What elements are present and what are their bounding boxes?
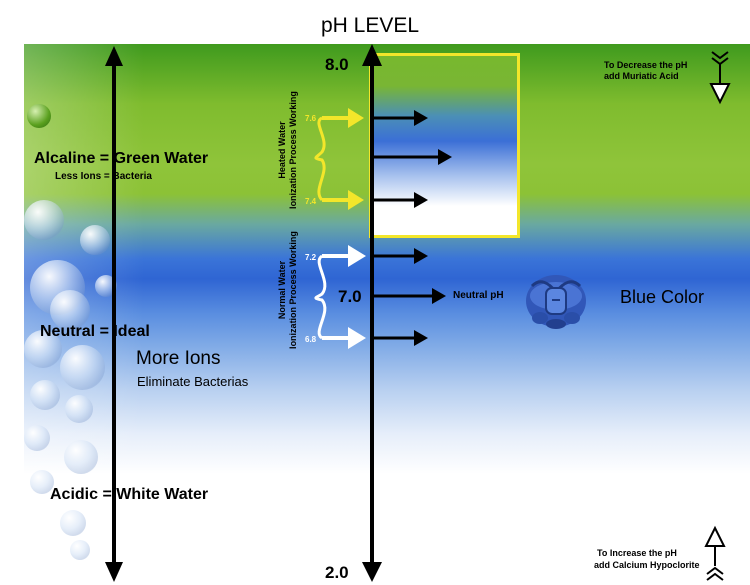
decrease-line1: To Decrease the pH [604,60,688,70]
normal-brace [314,254,327,340]
bubble [24,330,62,368]
increase-arrow-icon [704,525,726,581]
decrease-line2: add Muriatic Acid [604,71,679,81]
scale-bottom-value: 2.0 [325,563,349,582]
horizontal-arrow [372,110,428,126]
heated-high-value: 7.6 [305,114,317,123]
normal-low-value: 6.8 [305,335,317,344]
increase-line2: add Calcium Hypoclorite [594,560,700,570]
page-title: pH LEVEL [321,14,420,37]
decrease-arrow-icon [709,51,731,105]
neutral-label: Neutral = Ideal [40,323,150,340]
alcaline-sublabel: Less Ions = Bacteria [55,171,152,182]
heated-water-label-line1: Heated Water [277,121,287,179]
normal-low-arrow [322,327,366,349]
horizontal-arrow [372,248,428,264]
horizontal-arrow [372,330,428,346]
bubble [60,510,86,536]
normal-water-label-line2: Ionization Process Working [288,231,298,349]
heated-high-arrow [322,108,364,128]
scale-top-value: 8.0 [325,55,349,74]
left-axis-arrow [105,46,123,582]
heated-water-box [369,53,520,238]
normal-water-label-line1: Normal Water [277,260,287,320]
more-ions-sublabel: Eliminate Bacterias [137,374,249,389]
more-ions-label: More Ions [136,348,221,369]
increase-line1: To Increase the pH [597,548,677,558]
bubble [65,395,93,423]
neutral-ph-label: Neutral pH [453,290,504,301]
ionizer-device-icon [526,275,586,329]
alcaline-label: Alcaline = Green Water [34,150,209,167]
blue-color-label: Blue Color [620,287,705,307]
heated-low-value: 7.4 [305,197,317,206]
bubble [30,470,54,494]
green-bubble [27,104,51,128]
bubble [60,345,105,390]
bubble [24,200,64,240]
horizontal-arrow [372,192,428,208]
heated-water-label: Heated Water Ionization Process Working [277,85,301,215]
bubble [24,425,50,451]
bubble [50,290,90,330]
bubble [30,380,60,410]
scale-middle-value: 7.0 [338,287,362,306]
horizontal-arrow [372,149,452,165]
bubble [95,275,117,297]
acidic-label: Acidic = White Water [50,486,209,503]
heated-low-arrow [322,190,364,210]
ph-axis-arrow [362,44,382,582]
heated-water-label-line2: Ionization Process Working [288,91,298,209]
normal-high-arrow [322,245,366,267]
bubble [80,225,110,255]
bubble [64,440,98,474]
heated-brace [314,116,326,202]
normal-water-label: Normal Water Ionization Process Working [277,225,301,355]
bubble [70,540,90,560]
normal-high-value: 7.2 [305,253,317,262]
neutral-ph-arrow [372,288,446,304]
